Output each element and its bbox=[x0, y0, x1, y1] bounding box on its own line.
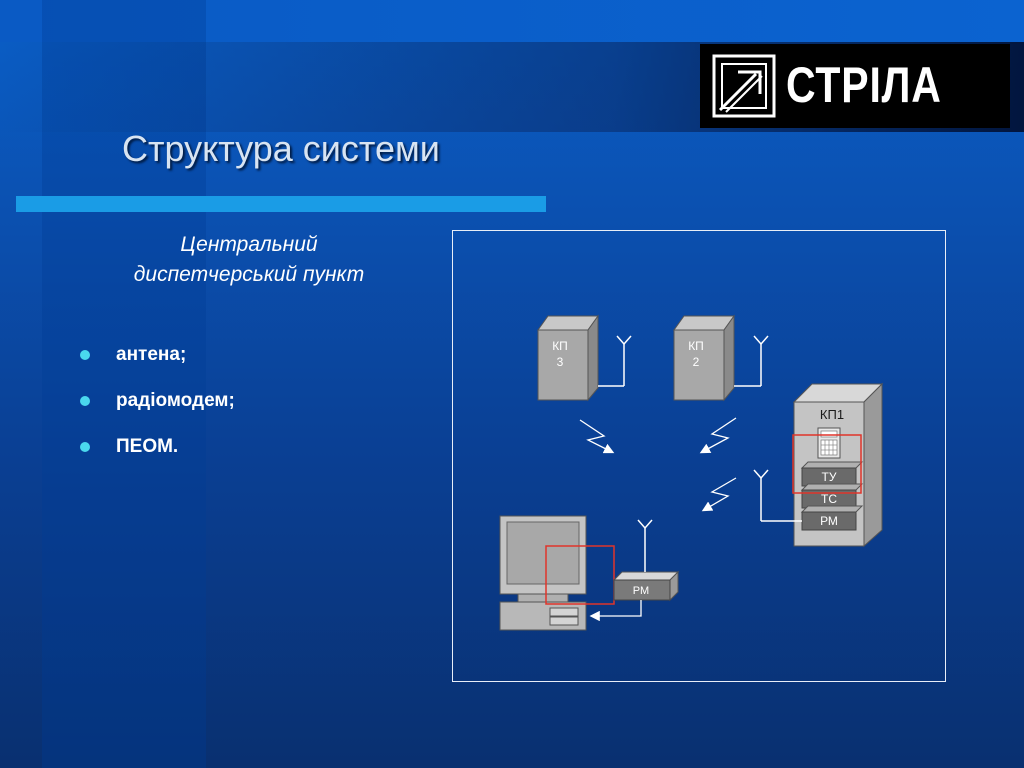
diagram-frame bbox=[452, 230, 946, 682]
subtitle-line-1: Центральний bbox=[180, 233, 318, 256]
bullet-icon bbox=[80, 350, 90, 360]
list-item: антена; bbox=[80, 332, 235, 378]
bullet-text: антена; bbox=[116, 344, 187, 365]
list-item: радіомодем; bbox=[80, 378, 235, 424]
subtitle-line-2: диспетчерський пункт bbox=[133, 263, 365, 286]
logo-arrow-icon bbox=[712, 54, 776, 118]
slide-title: Структура системи bbox=[122, 128, 440, 169]
title-underline-bar bbox=[16, 196, 546, 212]
bullet-list: антена; радіомодем; ПЕОМ. bbox=[80, 332, 235, 470]
logo: СТРІЛА bbox=[700, 44, 1010, 128]
background-top-band bbox=[0, 0, 1024, 42]
bullet-text: ПЕОМ. bbox=[116, 436, 179, 457]
bullet-icon bbox=[80, 396, 90, 406]
list-item: ПЕОМ. bbox=[80, 424, 235, 470]
subtitle: Центральний диспетчерський пункт bbox=[90, 230, 408, 290]
bullet-text: радіомодем; bbox=[116, 390, 235, 411]
bullet-icon bbox=[80, 442, 90, 452]
logo-text: СТРІЛА bbox=[786, 57, 942, 113]
